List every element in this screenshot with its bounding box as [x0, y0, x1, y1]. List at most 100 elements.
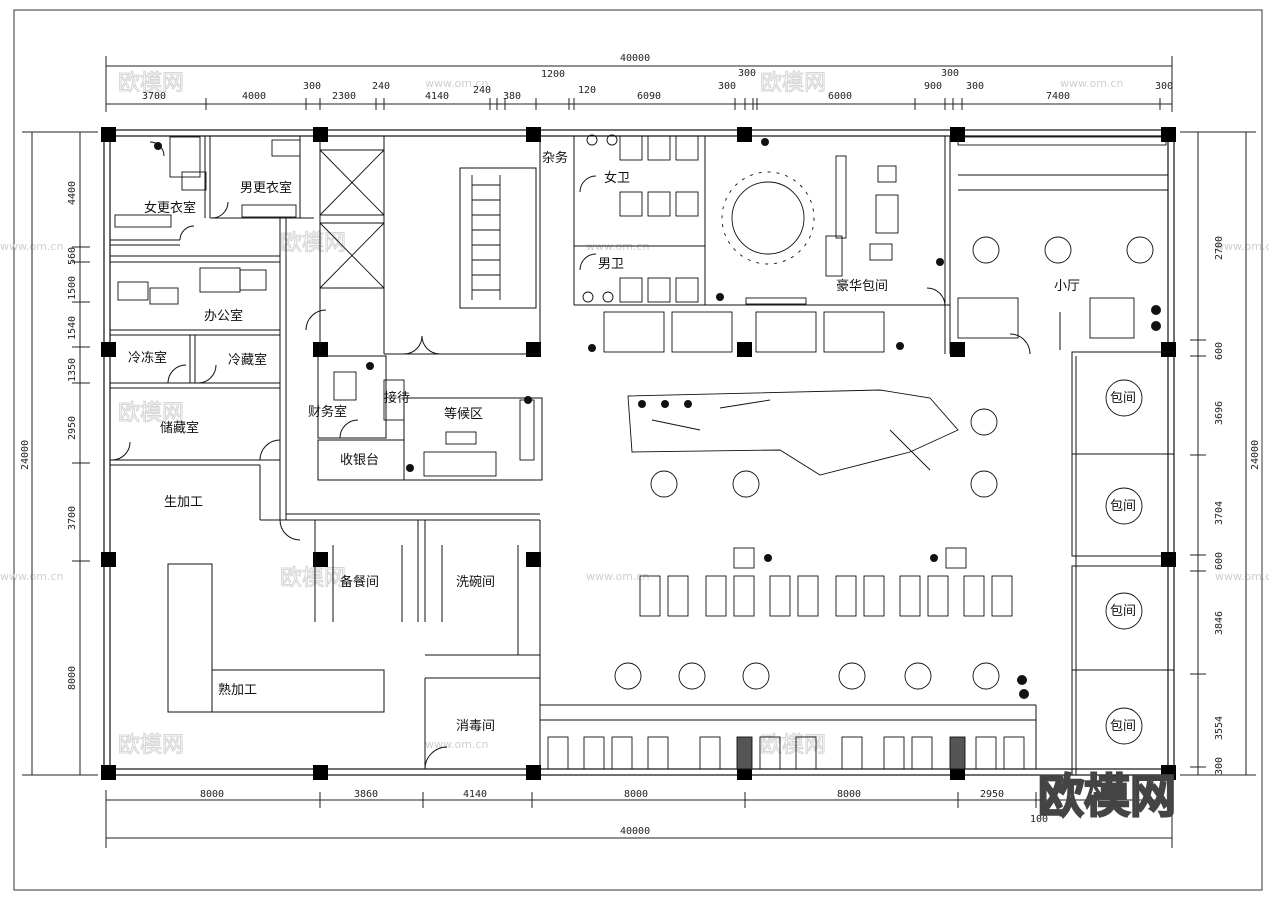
room-storage: 储藏室 [160, 420, 199, 436]
interior-walls [110, 136, 1175, 776]
brand-logo: 欧模网 [1038, 769, 1176, 823]
dim-top-seg: 300 [303, 81, 321, 92]
svg-text:1500: 1500 [67, 276, 78, 300]
room-freezer: 冷冻室 [128, 350, 167, 366]
svg-text:www.om.cn: www.om.cn [1215, 240, 1269, 253]
room-women-locker: 女更衣室 [144, 200, 196, 216]
room-labels: 女更衣室 男更衣室 办公室 冷冻室 冷藏室 储藏室 生加工 熟加工 备餐间 洗碗… [128, 150, 1136, 734]
room-cooked-processing: 熟加工 [218, 682, 257, 698]
room-small-hall: 小厅 [1054, 279, 1080, 294]
room-waiting-area: 等候区 [444, 406, 483, 422]
plants [154, 138, 1161, 699]
room-men-wc: 男卫 [598, 257, 624, 272]
dimension-left [22, 131, 98, 776]
svg-text:4400: 4400 [67, 181, 78, 205]
svg-text:300: 300 [1214, 757, 1225, 775]
dim-top-seg: 120 [578, 85, 596, 96]
svg-text:欧模网: 欧模网 [280, 566, 346, 591]
room-men-locker: 男更衣室 [240, 180, 292, 196]
dimension-top [105, 56, 1173, 112]
room-cashier: 收银台 [340, 453, 379, 468]
svg-text:600: 600 [1214, 342, 1225, 360]
svg-text:欧模网: 欧模网 [118, 71, 184, 96]
svg-text:欧模网: 欧模网 [760, 71, 826, 96]
svg-text:2950: 2950 [67, 416, 78, 440]
dim-top-seg: 4140 [425, 91, 449, 102]
dim-bottom-seg: 8000 [837, 789, 861, 800]
svg-text:8000: 8000 [67, 666, 78, 690]
dim-bottom-seg: 100 [1030, 814, 1048, 825]
doors [111, 141, 1031, 770]
watermark-group: 欧模网 欧模网 欧模网 欧模网 欧模网 欧模网 欧模网 www.om.cn ww… [0, 71, 1269, 759]
dim-top-seg: 2300 [332, 91, 356, 102]
dim-top-seg: 380 [503, 91, 521, 102]
room-women-wc: 女卫 [604, 170, 630, 186]
room-private-1: 包间 [1110, 391, 1136, 406]
dim-top-seg: 4000 [242, 91, 266, 102]
svg-text:3696: 3696 [1214, 401, 1225, 425]
room-private-3: 包间 [1110, 604, 1136, 619]
svg-text:3554: 3554 [1214, 716, 1225, 740]
svg-text:www.om.cn: www.om.cn [1060, 77, 1123, 90]
dim-bottom-seg: 3860 [354, 789, 378, 800]
dim-top-seg: 7400 [1046, 91, 1070, 102]
svg-text:560: 560 [67, 247, 78, 265]
structural-columns [101, 127, 1176, 780]
svg-text:3704: 3704 [1214, 501, 1225, 525]
room-cold-storage: 冷藏室 [228, 352, 267, 368]
svg-text:600: 600 [1214, 552, 1225, 570]
dim-top-seg: 240 [372, 81, 390, 92]
dim-top-seg: 300 [718, 81, 736, 92]
drawing-frame [13, 9, 1263, 891]
room-private-4: 包间 [1110, 719, 1136, 734]
svg-text:24000: 24000 [20, 440, 31, 470]
room-dishwashing: 洗碗间 [456, 574, 495, 590]
dim-top-seg: 240 [473, 85, 491, 96]
svg-text:1540: 1540 [67, 316, 78, 340]
dim-top-seg: 900 [924, 81, 942, 92]
svg-text:欧模网: 欧模网 [118, 401, 184, 426]
room-prep: 备餐间 [340, 574, 379, 590]
svg-text:2700: 2700 [1214, 236, 1225, 260]
dim-bottom-seg: 8000 [624, 789, 648, 800]
dimension-right [1180, 131, 1256, 776]
svg-text:www.om.cn: www.om.cn [425, 77, 488, 90]
svg-text:1350: 1350 [67, 358, 78, 382]
dimension-left-text: 4400 560 1500 1540 1350 2950 3700 8000 2… [20, 181, 78, 690]
room-reception: 接待 [384, 390, 410, 406]
dim-top-seg: 300 [1155, 81, 1173, 92]
exterior-walls [103, 129, 1175, 776]
svg-text:欧模网: 欧模网 [118, 733, 184, 758]
room-luxury: 豪华包间 [836, 278, 888, 294]
dimension-bottom [105, 790, 1173, 848]
room-private-2: 包间 [1110, 499, 1136, 514]
furniture [114, 134, 1167, 770]
dimension-right-text: 2700 600 3696 3704 600 3846 3554 300 240… [1214, 236, 1261, 775]
svg-text:欧模网: 欧模网 [280, 231, 346, 256]
dim-top-total: 40000 [620, 53, 650, 64]
dim-top-seg: 1200 [541, 69, 565, 80]
dim-bottom-seg: 4140 [463, 789, 487, 800]
svg-text:www.om.cn: www.om.cn [1215, 570, 1269, 583]
dim-top-seg: 300 [966, 81, 984, 92]
svg-text:www.om.cn: www.om.cn [586, 570, 649, 583]
dim-top-seg: 300 [738, 68, 756, 79]
svg-text:3700: 3700 [67, 506, 78, 530]
room-office: 办公室 [204, 308, 243, 324]
dim-bottom-seg: 2950 [980, 789, 1004, 800]
dim-top-seg: 6090 [637, 91, 661, 102]
dim-bottom-seg: 8000 [200, 789, 224, 800]
dim-top-seg: 300 [941, 68, 959, 79]
dim-top-seg: 3700 [142, 91, 166, 102]
svg-text:www.om.cn: www.om.cn [425, 738, 488, 751]
dim-bottom-total: 40000 [620, 826, 650, 837]
room-finance: 财务室 [308, 404, 347, 420]
dim-top-seg: 6000 [828, 91, 852, 102]
svg-text:24000: 24000 [1250, 440, 1261, 470]
dimension-top-text: 40000 3700 4000 300 2300 240 4140 240 38… [142, 53, 1173, 102]
room-utility: 杂务 [542, 150, 568, 166]
svg-text:3846: 3846 [1214, 611, 1225, 635]
room-disinfection: 消毒间 [456, 719, 495, 734]
dimension-bottom-text: 8000 3860 4140 8000 8000 2950 100 40000 [200, 789, 1048, 837]
